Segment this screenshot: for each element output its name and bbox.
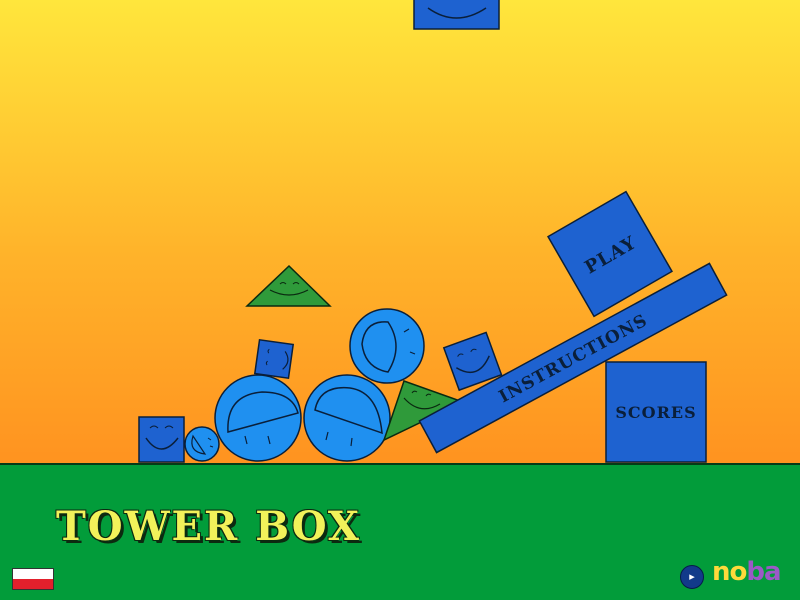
flag-red-stripe <box>13 579 53 589</box>
circle-block-upper <box>349 308 425 384</box>
game-title: TOWER BOX <box>56 503 361 550</box>
ground <box>0 463 800 600</box>
small-circle-block <box>184 426 220 462</box>
square-block-left <box>138 416 185 463</box>
big-circle-block-2 <box>303 374 391 462</box>
poland-flag-icon[interactable] <box>12 568 54 590</box>
speaker-icon[interactable]: ▸ <box>680 565 704 589</box>
brand-logo[interactable]: noba <box>712 557 782 587</box>
small-square-block <box>253 338 295 380</box>
falling-box <box>413 0 500 30</box>
tilted-square-block <box>442 331 503 392</box>
scores-label: SCORES <box>615 403 696 422</box>
flag-white-stripe <box>13 569 53 579</box>
green-triangle-block <box>245 264 332 307</box>
play-button[interactable]: PLAY <box>547 190 673 318</box>
big-circle-block-1 <box>214 374 302 462</box>
logo-part-2: ba <box>746 557 781 587</box>
logo-part-1: no <box>712 557 747 587</box>
scores-button[interactable]: SCORES <box>605 361 707 463</box>
